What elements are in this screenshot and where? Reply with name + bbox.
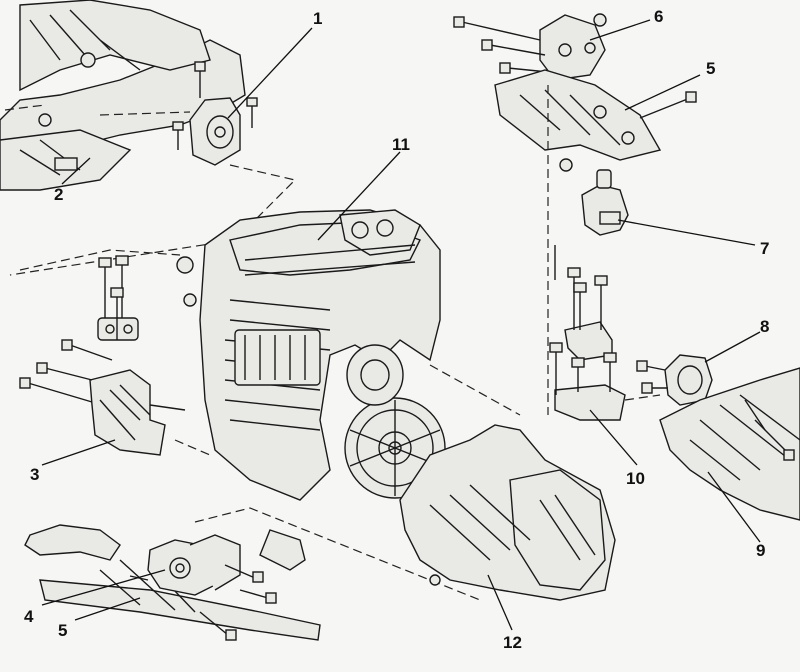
alignment-line-top-left [4,104,297,276]
engine-mount-right [172,61,258,166]
callout-7: 7 [760,239,770,258]
callout-5-top: 5 [706,59,716,78]
alignment-line-left [19,249,211,456]
callout-4: 4 [24,607,34,626]
leader-5b [624,74,701,111]
callout-9: 9 [756,541,766,560]
subframe-bottom-left [24,524,321,641]
leader-4 [41,569,166,606]
callout-12: 12 [503,633,522,652]
leader-9 [707,471,761,543]
mount-7-top-right [559,158,629,236]
leader-10 [589,409,638,466]
oil-filter [346,344,404,406]
callout-2: 2 [54,185,64,204]
leader-6 [589,19,651,41]
body-frame-right [659,367,800,521]
gearbox-housing [399,424,616,601]
callout-8: 8 [760,317,770,336]
leader-12 [487,574,513,631]
alignment-line-engine-gearbox [429,364,521,416]
callout-6: 6 [654,7,664,26]
upper-bracket-top-right [453,13,607,81]
alignment-line-right [624,394,661,401]
leader-2 [61,157,91,185]
leader-11 [317,151,401,241]
leader-8 [704,331,761,363]
left-mount-bracket [19,255,186,456]
mount-bracket-5-top-right [494,69,697,161]
callout-10: 10 [626,469,645,488]
leader-7 [617,219,756,246]
callout-5-bottom: 5 [58,621,68,640]
callout-11: 11 [392,135,410,154]
leader-1 [227,27,313,119]
mount-8 [636,354,713,406]
leader-3 [41,439,116,466]
bracket-10 [549,245,626,421]
body-frame-top-left [0,0,246,191]
callout-1: 1 [313,9,323,28]
alignment-line-bottom [194,507,481,601]
engine-block [176,209,441,501]
leader-5a [74,597,141,621]
callout-3: 3 [30,465,40,484]
leader-lines [41,19,761,631]
